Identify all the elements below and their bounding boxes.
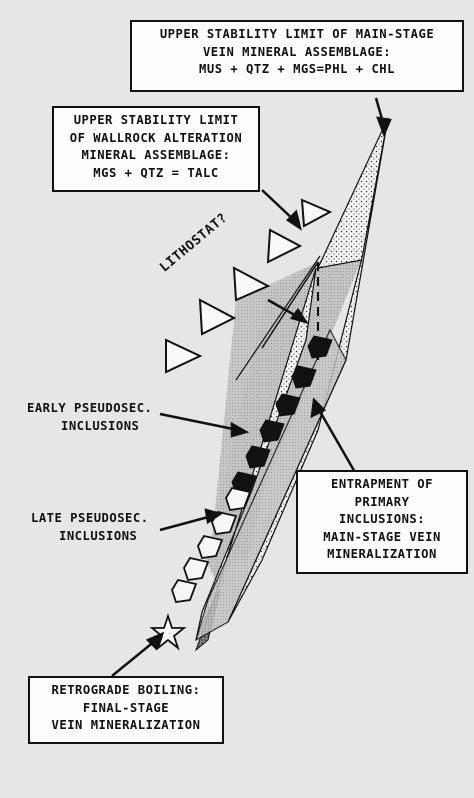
early-pseudosec-label: EARLY PSEUDOSEC. INCLUSIONS [24,398,155,436]
wallrock-limit-box: UPPER STABILITY LIMIT OF WALLROCK ALTERA… [52,106,260,192]
star-marker [149,613,187,651]
late-pseudosec-line-2: INCLUSIONS [59,529,138,543]
open-pentagon-3 [197,534,224,559]
late-pseudosec-line-1: LATE PSEUDOSEC. [31,511,149,525]
open-triangle-2 [266,228,303,264]
open-triangle-3 [232,266,271,302]
open-pentagon-1 [225,486,252,511]
dark-pentagon-2 [291,365,317,389]
retrograde-line-1: RETROGRADE BOILING: [51,683,201,697]
dark-pentagon-3 [275,393,301,417]
retrograde-line-2: FINAL-STAGE [82,700,170,715]
open-pentagon-2 [211,510,238,535]
open-triangle-4 [198,298,237,336]
retrograde-box: RETROGRADE BOILING: FINAL-STAGE VEIN MIN… [28,676,224,744]
wallrock-line-3: MINERAL ASSEMBLAGE: [81,148,231,162]
entrapment-box: ENTRAPMENT OF PRIMARY INCLUSIONS: MAIN-S… [296,470,468,574]
entrapment-line-3: INCLUSIONS: [338,512,426,526]
entrapment-line-4: MAIN-STAGE VEIN [323,529,441,544]
entrapment-line-5: MINERALIZATION [327,547,437,561]
open-pentagon-4 [183,556,210,581]
main-stage-line-2: VEIN MINERAL ASSEMBLAGE: [202,44,392,59]
open-triangle-1 [300,198,333,228]
wallrock-limit-line [261,261,319,349]
main-stage-limit-box: UPPER STABILITY LIMIT OF MAIN-STAGE VEIN… [130,20,464,92]
retrograde-line-3: VEIN MINERALIZATION [51,718,201,732]
dark-pentagon-1 [307,335,333,359]
main-stage-line-1: UPPER STABILITY LIMIT OF MAIN-STAGE [159,27,435,41]
dark-pentagon-4 [259,419,285,443]
wallrock-line-2: OF WALLROCK ALTERATION [69,130,243,145]
early-pseudosec-line-2: INCLUSIONS [61,419,140,433]
wallrock-line-4: MGS + QTZ = TALC [93,165,219,180]
main-stage-line-3: MUS + QTZ + MGS=PHL + CHL [199,62,395,76]
late-pseudosec-label: LATE PSEUDOSEC. INCLUSIONS [28,508,152,546]
dark-pentagon-5 [245,445,271,469]
lithostat-line [235,255,321,381]
wallrock-line-1: UPPER STABILITY LIMIT [73,113,239,127]
entrapment-line-1: ENTRAPMENT OF [331,477,433,491]
trajectory-band [194,328,347,642]
open-pentagon-5 [171,578,198,603]
main-stage-spike [316,117,389,269]
early-pseudosec-line-1: EARLY PSEUDOSEC. [27,401,153,415]
open-triangle-5 [165,338,203,374]
entrapment-line-2: PRIMARY [354,494,410,509]
